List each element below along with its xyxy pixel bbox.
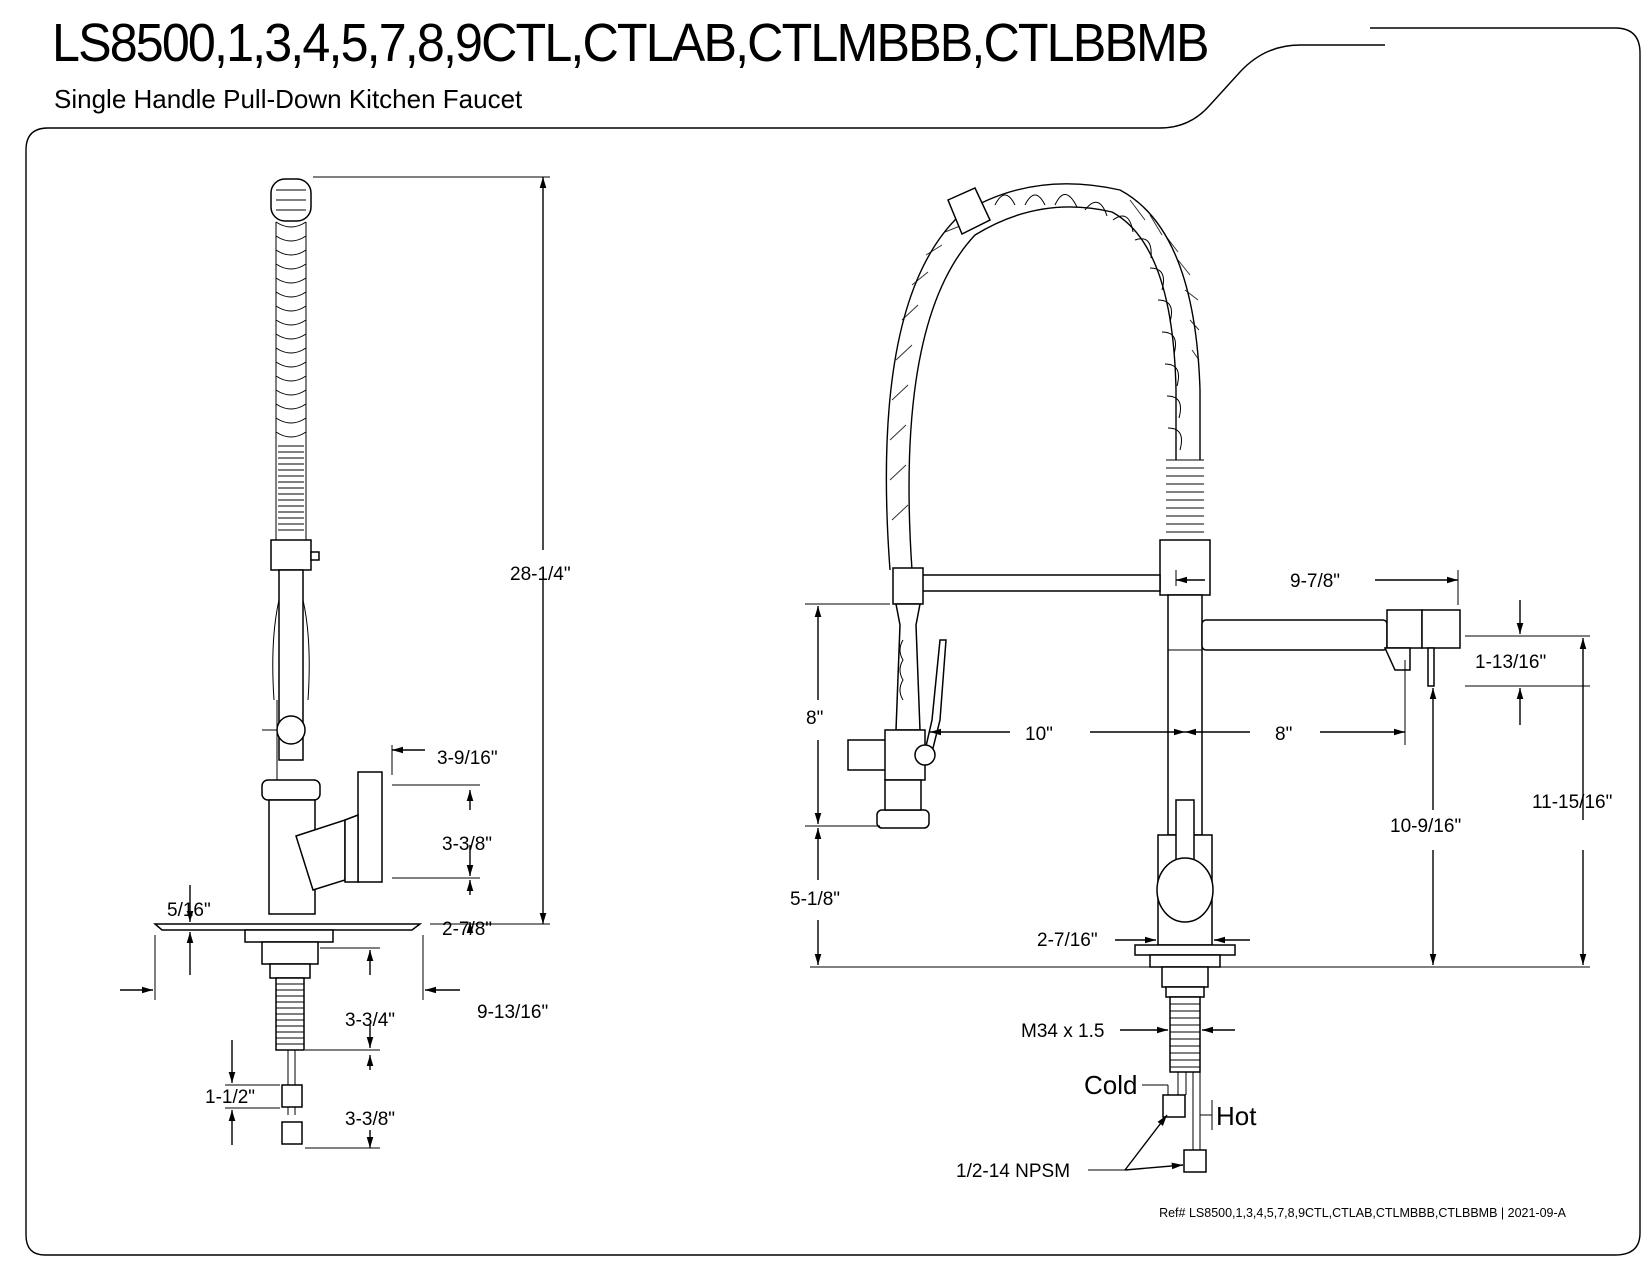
dim-sprayer-reach: 10" xyxy=(1025,724,1053,745)
front-threaded-shank xyxy=(1169,996,1201,1073)
front-view xyxy=(847,183,1461,1173)
front-dimension-lines xyxy=(805,570,1590,1171)
handle-lever xyxy=(357,771,383,883)
dim-handle-reach: 3-9/16" xyxy=(437,748,498,769)
dim-sprayer-height: 8" xyxy=(806,708,823,729)
model-title: LS8500,1,3,4,5,7,8,9CTL,CTLAB,CTLMBBB,CT… xyxy=(52,13,1209,73)
drawing-frame xyxy=(25,27,1641,1256)
sprayer-side-nozzle xyxy=(847,739,889,771)
dim-handle-height: 3-3/8" xyxy=(442,834,492,855)
dim-supply-offset: 1-1/2" xyxy=(205,1087,255,1108)
sprayer-head xyxy=(876,809,930,829)
sprayer-trigger xyxy=(923,639,947,762)
mounting-nut xyxy=(261,941,319,965)
swivel-joint xyxy=(276,715,306,745)
escutcheon-ring xyxy=(261,779,321,801)
dim-thread-size: M34 x 1.5 xyxy=(1021,1021,1104,1042)
supply-fitting-2 xyxy=(281,1121,303,1145)
dim-spout-height: 1-13/16" xyxy=(1475,652,1546,673)
cold-supply-fitting xyxy=(1162,1094,1186,1118)
spout-lever xyxy=(1427,647,1435,687)
dim-sprayer-clearance: 5-1/8" xyxy=(790,889,840,910)
spout-outlet-body xyxy=(1421,609,1461,649)
braided-hose xyxy=(885,183,1201,571)
base-nut xyxy=(244,929,334,943)
front-base-plate xyxy=(1134,944,1236,956)
dim-connection: 1/2-14 NPSM xyxy=(956,1161,1070,1182)
front-handle-hub xyxy=(1156,857,1214,923)
hose-end-fitting xyxy=(947,187,991,236)
side-view xyxy=(120,176,550,1149)
dim-overall-height: 28-1/4" xyxy=(510,564,571,585)
front-column xyxy=(1167,594,1203,836)
dim-spout-clearance: 10-9/16" xyxy=(1390,816,1461,837)
spout-aerator xyxy=(1383,647,1411,671)
dim-arm-reach: 9-7/8" xyxy=(1290,571,1340,592)
deck-plate xyxy=(152,923,423,931)
front-mounting-nut xyxy=(1161,966,1209,988)
product-subtitle: Single Handle Pull-Down Kitchen Faucet xyxy=(54,84,523,114)
spout-elbow xyxy=(1386,609,1423,649)
dim-supply-length: 3-3/8" xyxy=(345,1109,395,1130)
pre-rinse-sprayer xyxy=(895,603,921,731)
pot-filler-spout xyxy=(1201,619,1388,651)
dim-handle-to-deck: 2-7/8" xyxy=(442,919,492,940)
column-collar xyxy=(270,539,312,571)
sprayer-holder xyxy=(892,567,924,605)
sprayer-arm xyxy=(919,574,1161,592)
reference-number: Ref# LS8500,1,3,4,5,7,8,9CTL,CTLAB,CTLMB… xyxy=(1159,1206,1566,1220)
dim-spout-reach: 8" xyxy=(1275,724,1292,745)
supply-fitting-1 xyxy=(281,1084,303,1108)
hot-label: Hot xyxy=(1216,1101,1257,1131)
dim-shank-length: 3-3/4" xyxy=(345,1010,395,1031)
spring-coil xyxy=(275,221,307,540)
front-column-collar xyxy=(1159,539,1211,596)
dim-plate-width: 9-13/16" xyxy=(477,1002,548,1023)
dim-plate-thickness: 5/16" xyxy=(167,900,211,921)
dim-spout-total-height: 11-15/16" xyxy=(1532,792,1612,813)
hot-supply-fitting xyxy=(1183,1149,1207,1173)
front-spring-coil xyxy=(994,194,1204,533)
dim-base-diameter: 2-7/16" xyxy=(1037,930,1098,951)
cold-label: Cold xyxy=(1084,1070,1137,1100)
